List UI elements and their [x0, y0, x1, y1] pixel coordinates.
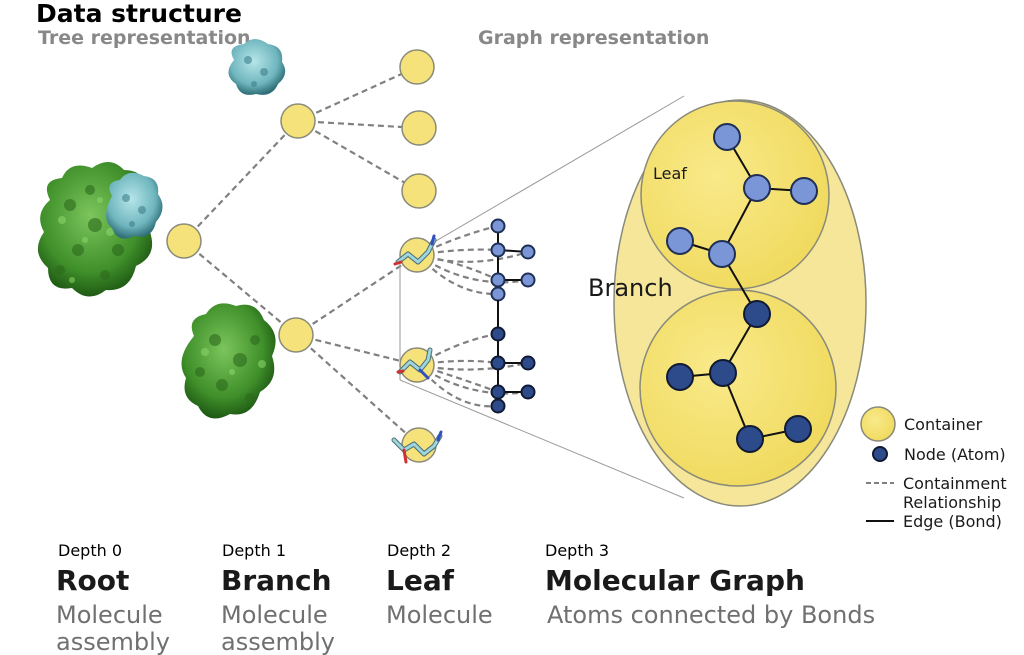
depth-3-desc-line1: Atoms connected by Bonds	[547, 601, 875, 629]
ligand-stick-icon	[393, 234, 437, 266]
depth-3-column: Depth 3 Molecular Graph Atoms connected …	[545, 541, 875, 629]
molecular-graph-mini-upper	[490, 218, 536, 302]
legend-container-swatch	[860, 406, 896, 442]
depth-2-desc-line1: Molecule	[386, 601, 493, 629]
depth-0-desc-line1: Molecule	[56, 601, 163, 629]
depth-1-desc-line2: assembly	[221, 628, 335, 655]
root-container	[166, 223, 202, 259]
legend-containment-label-1: Containment	[903, 474, 1007, 493]
ligand-stick-icon	[391, 430, 443, 464]
graph-representation-subtitle: Graph representation	[478, 27, 709, 49]
protein-cyan-icon	[106, 172, 163, 239]
depth-0-desc-line2: assembly	[56, 628, 170, 655]
depth-2-column: Depth 2 Leaf Molecule	[386, 541, 493, 629]
leaf-container-2	[401, 110, 437, 146]
depth-1-column: Depth 1 Branch Molecule assembly	[221, 541, 335, 655]
legend-edge-label: Edge (Bond)	[903, 512, 1002, 531]
branch-label: Branch	[588, 274, 673, 302]
depth-1-number: Depth 1	[222, 541, 286, 560]
diagram-title: Data structure	[36, 0, 242, 28]
depth-1-desc-line1: Molecule	[221, 601, 328, 629]
depth-0-number: Depth 0	[58, 541, 122, 560]
legend-containment-label-2: Relationship	[903, 493, 1001, 512]
depth-3-number: Depth 3	[545, 541, 609, 560]
tree-containment-lines	[183, 65, 420, 446]
leaf-container-4	[399, 237, 435, 273]
leaf-container-3	[401, 173, 437, 209]
depth-3-name: Molecular Graph	[545, 564, 805, 597]
protein-green-icon	[181, 303, 276, 419]
tree-representation-subtitle: Tree representation	[38, 27, 251, 49]
leaf-container-6	[401, 427, 437, 463]
molecular-graph-zoom-atoms	[666, 123, 818, 453]
leaf-zoom-circle-lower	[639, 289, 837, 487]
depth-1-name: Branch	[221, 564, 332, 597]
branch-container-lower	[278, 317, 314, 353]
depth-0-column: Depth 0 Root Molecule assembly	[56, 541, 170, 655]
depth-2-number: Depth 2	[387, 541, 451, 560]
leaf-container-1	[399, 49, 435, 85]
legend: Container Node (Atom) Containment Relati…	[860, 406, 1007, 531]
leaf-label: Leaf	[653, 164, 687, 183]
molecular-graph-mini-lower	[490, 326, 536, 414]
depth-2-name: Leaf	[386, 564, 455, 597]
leaf-to-atom-containment-lower	[417, 332, 529, 408]
depth-0-name: Root	[56, 564, 129, 597]
legend-node-label: Node (Atom)	[904, 445, 1006, 464]
legend-node-swatch	[872, 446, 888, 462]
ligand-stick-icon	[396, 347, 433, 380]
protein-cyan-icon	[228, 39, 286, 95]
legend-container-label: Container	[904, 415, 983, 434]
branch-container-upper	[280, 103, 316, 139]
